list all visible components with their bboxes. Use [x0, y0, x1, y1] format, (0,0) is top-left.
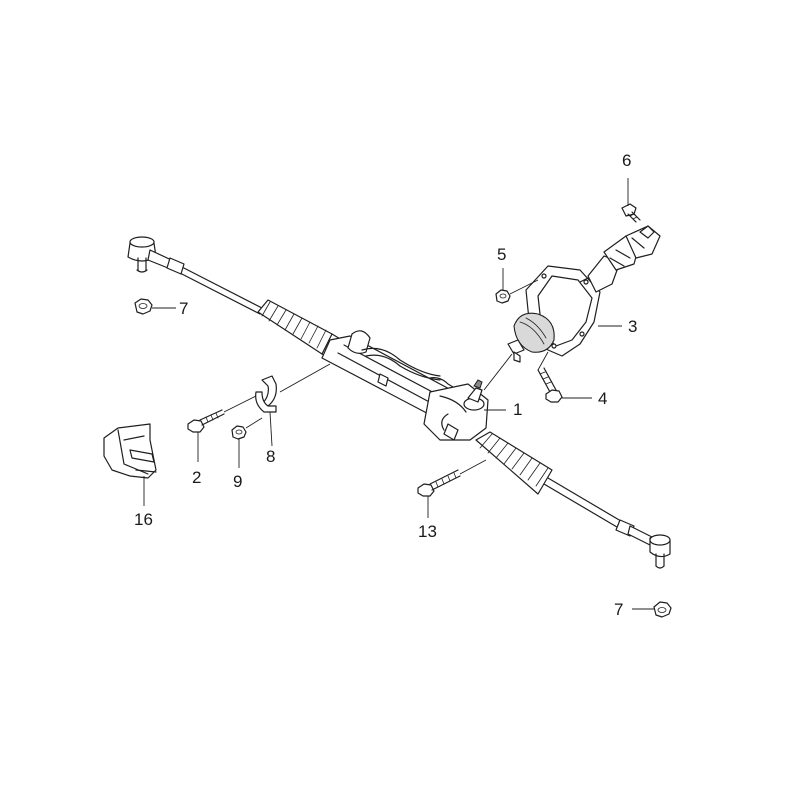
right-bellows-boot — [475, 431, 553, 495]
bolt-4 — [537, 367, 563, 403]
callout-3: 3 — [628, 317, 638, 336]
leader-bolt-13-to-rack — [459, 459, 487, 475]
left-tie-rod — [166, 257, 263, 315]
leader-nut-9-to-clamp — [245, 417, 263, 429]
leader-clamp-to-rack — [279, 363, 331, 393]
heat-shield — [103, 423, 157, 506]
callout-5: 5 — [497, 245, 507, 264]
leader-bolt-2-to-clamp — [223, 395, 257, 413]
nut-9 — [231, 425, 247, 468]
mounting-clamp — [255, 375, 277, 447]
callout-13: 13 — [418, 522, 437, 541]
nut-left — [134, 298, 153, 315]
callout-1: 1 — [513, 400, 523, 419]
callout-8: 8 — [266, 447, 276, 466]
left-bellows-boot — [257, 299, 343, 359]
leader-bolt-4-to-plate — [537, 351, 549, 371]
pinch-bolt-6 — [621, 178, 641, 223]
universal-joint — [579, 225, 661, 293]
right-tie-rod-end — [627, 525, 671, 569]
callout-7-right: 7 — [614, 600, 624, 619]
nut-right — [653, 601, 672, 618]
pinion-boot — [507, 312, 555, 363]
bolt-13 — [417, 469, 461, 518]
nut-5 — [495, 268, 511, 304]
leader-nut-5-to-plate — [509, 279, 539, 295]
callout-7-left: 7 — [179, 299, 189, 318]
right-tie-rod — [543, 477, 635, 537]
callout-6: 6 — [622, 151, 632, 170]
callout-2: 2 — [192, 468, 202, 487]
callout-4: 4 — [598, 389, 608, 408]
leader-boot-to-valve — [483, 353, 513, 391]
callout-16: 16 — [134, 510, 153, 529]
callout-9: 9 — [233, 472, 243, 491]
bolt-2 — [187, 409, 225, 462]
valve-body — [423, 379, 489, 441]
